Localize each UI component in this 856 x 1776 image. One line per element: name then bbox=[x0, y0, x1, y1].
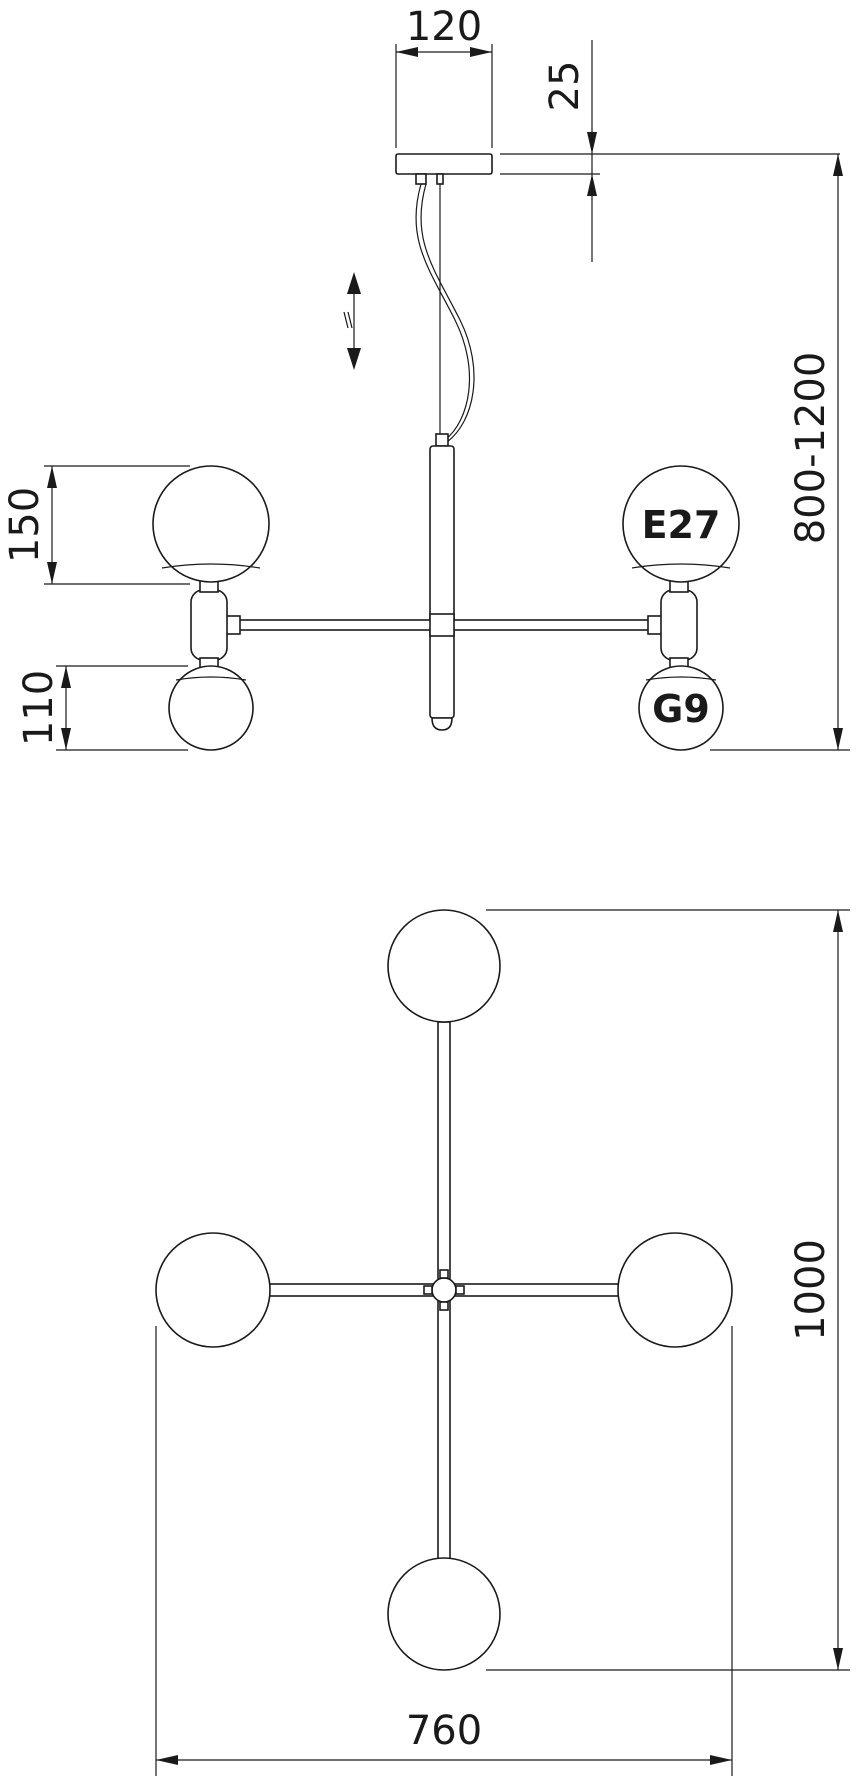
top-view: 1000 760 bbox=[155, 909, 850, 1776]
central-stem bbox=[429, 445, 455, 719]
dimension-canopy-width: 120 bbox=[395, 4, 493, 148]
dim-label-canopy-height: 25 bbox=[542, 61, 588, 112]
socket-label-large: E27 bbox=[642, 503, 721, 547]
dimension-canopy-height: 25 bbox=[500, 40, 840, 262]
adjustable-height-indicator bbox=[343, 272, 361, 370]
right-holder bbox=[660, 589, 698, 661]
top-center-hub bbox=[431, 1277, 457, 1303]
dim-label-large-shade: 150 bbox=[2, 487, 48, 563]
dim-label-overall-height: 800-1200 bbox=[788, 352, 834, 545]
right-large-shade bbox=[622, 465, 740, 583]
top-shade-west bbox=[155, 1232, 271, 1348]
dim-label-overall-depth: 1000 bbox=[788, 1239, 834, 1341]
canopy bbox=[395, 153, 493, 175]
left-large-shade bbox=[152, 465, 270, 583]
dim-label-overall-width: 760 bbox=[406, 1708, 482, 1754]
dimension-overall-width: 760 bbox=[155, 1326, 733, 1776]
dimension-overall-depth: 1000 bbox=[486, 909, 850, 1671]
arm-joint-left bbox=[225, 615, 241, 635]
dimension-large-shade: 150 bbox=[2, 465, 190, 585]
top-shade-north bbox=[387, 909, 501, 1023]
dim-label-small-shade: 110 bbox=[16, 670, 62, 746]
top-shade-east bbox=[617, 1232, 733, 1348]
rod-top-cap bbox=[435, 433, 449, 447]
front-view: 120 25 bbox=[2, 4, 850, 751]
canopy-connector-2 bbox=[436, 173, 444, 185]
arm-joint-right bbox=[647, 615, 663, 635]
socket-label-small: G9 bbox=[652, 687, 710, 731]
left-holder bbox=[190, 589, 228, 661]
canopy-connector bbox=[415, 173, 427, 185]
top-shade-south bbox=[387, 1557, 501, 1671]
power-cord bbox=[415, 183, 471, 441]
stem-end-cap bbox=[431, 717, 453, 731]
dimension-overall-height: 800-1200 bbox=[710, 154, 850, 751]
dim-label-canopy-width: 120 bbox=[406, 4, 482, 50]
dimension-small-shade: 110 bbox=[16, 665, 188, 751]
right-small-shade bbox=[638, 665, 724, 751]
left-small-shade bbox=[168, 665, 254, 751]
